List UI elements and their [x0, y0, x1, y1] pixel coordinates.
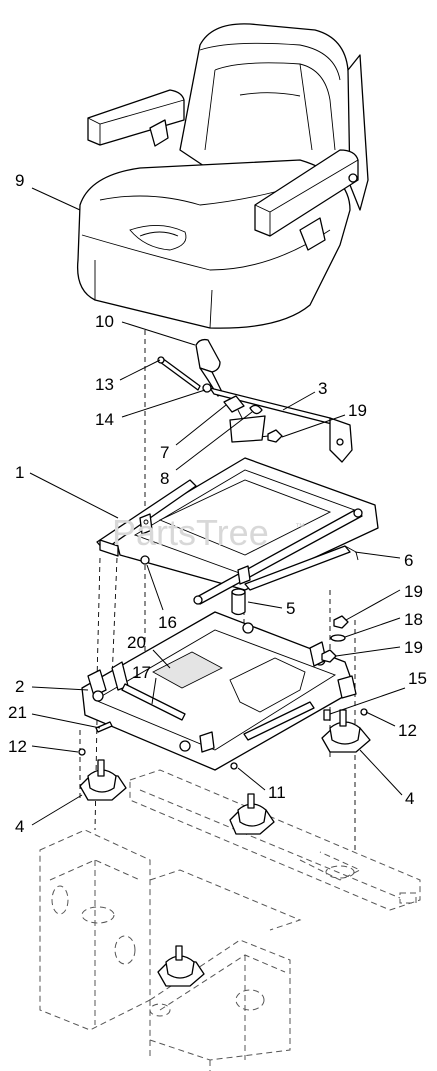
seat-rails: [96, 457, 379, 605]
callout-13: 13: [95, 375, 114, 394]
callout-10: 10: [95, 312, 114, 331]
callout-12-left: 12: [8, 737, 27, 756]
callout-4-left: 4: [15, 817, 24, 836]
callout-19-low: 19: [404, 638, 423, 657]
right-hardware: [321, 615, 349, 721]
machine-frame: [39, 769, 421, 1071]
callout-labels: 9 10 13 14 3 19 7 8 1 6 16 5 19 18 19 20…: [8, 171, 427, 836]
adjust-lever: [157, 338, 353, 463]
seat: [76, 23, 369, 329]
leader-lines: [29, 187, 406, 826]
callout-15: 15: [408, 669, 427, 688]
callout-18: 18: [404, 610, 423, 629]
callout-19-mid: 19: [404, 582, 423, 601]
callout-9: 9: [15, 171, 24, 190]
watermark-text: PartsTree: [112, 512, 269, 553]
mounting-plate: [81, 611, 357, 771]
callout-17: 17: [132, 663, 151, 682]
callout-8: 8: [160, 469, 169, 488]
isolator-right: [321, 708, 371, 753]
callout-16: 16: [158, 613, 177, 632]
callout-6: 6: [404, 551, 413, 570]
callout-4-right: 4: [405, 789, 414, 808]
watermark-trademark: ™: [295, 522, 305, 533]
callout-20: 20: [127, 633, 146, 652]
callout-19-top: 19: [348, 401, 367, 420]
callout-1: 1: [15, 463, 24, 482]
callout-5: 5: [286, 599, 295, 618]
callout-12-right: 12: [398, 721, 417, 740]
bumper: [231, 588, 246, 616]
callout-21: 21: [8, 703, 27, 722]
callout-11: 11: [268, 783, 286, 802]
isolator-left: [78, 748, 127, 801]
callout-2: 2: [15, 677, 24, 696]
callout-14: 14: [95, 410, 114, 429]
callout-3: 3: [318, 379, 327, 398]
callout-7: 7: [160, 443, 169, 462]
